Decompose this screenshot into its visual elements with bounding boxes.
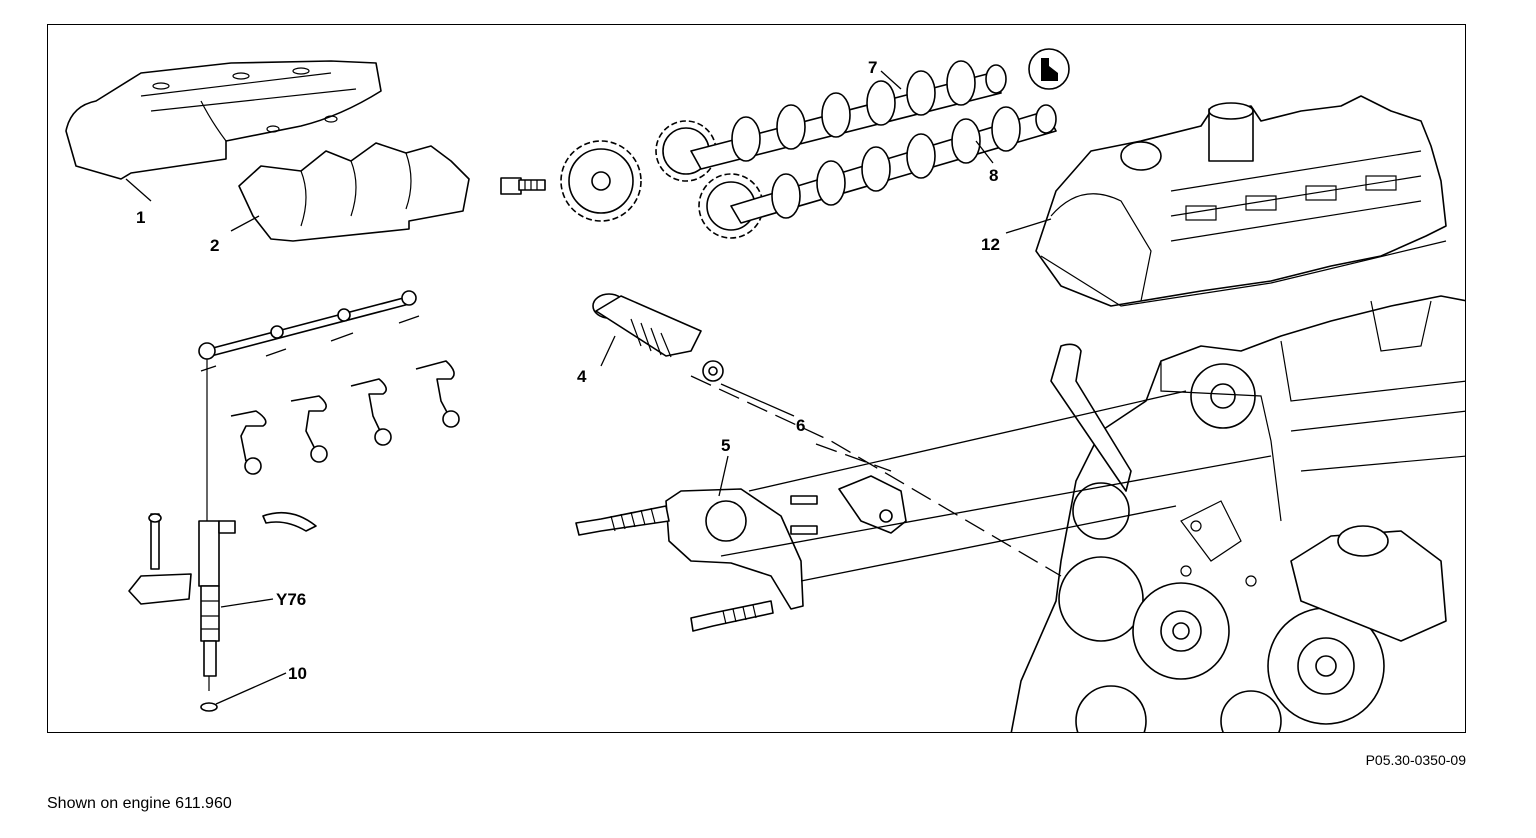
callout-1: 1 bbox=[136, 208, 146, 227]
callout-12: 12 bbox=[981, 235, 1000, 254]
callout-7: 7 bbox=[868, 58, 878, 77]
callout-y76: Y76 bbox=[276, 590, 307, 609]
callout-10: 10 bbox=[288, 664, 307, 683]
cylinder-head-cover-part-12 bbox=[1035, 95, 1447, 307]
note-symbol-icon bbox=[1028, 48, 1070, 90]
chain-tensioner-part-4 bbox=[592, 293, 724, 382]
diagram-drawing bbox=[65, 48, 1465, 732]
figure-caption: Shown on engine 611.960 bbox=[47, 795, 232, 812]
engine-assembly bbox=[1010, 295, 1465, 732]
callout-8: 8 bbox=[989, 166, 999, 185]
callout-6: 6 bbox=[796, 416, 806, 435]
camshaft-part-8 bbox=[730, 104, 1057, 224]
callout-4: 4 bbox=[577, 367, 587, 386]
figure-reference-code: P05.30-0350-09 bbox=[1365, 752, 1466, 768]
sprocket-bolt bbox=[500, 177, 546, 195]
injector-y76 bbox=[128, 513, 236, 712]
assembly-lines bbox=[690, 375, 1272, 582]
camshaft-part-7 bbox=[690, 60, 1007, 170]
insulation-part-2 bbox=[238, 142, 470, 242]
camshaft-sprockets bbox=[560, 120, 764, 239]
callout-2: 2 bbox=[210, 236, 220, 255]
exploded-view-diagram: 1 2 4 5 6 7 8 10 12 Y76 bbox=[47, 24, 1466, 733]
callout-leaders bbox=[125, 70, 1052, 705]
bracket-part-6 bbox=[838, 475, 907, 534]
timing-cover-part-5 bbox=[575, 488, 818, 632]
fuel-injection-lines bbox=[198, 290, 460, 532]
callout-5: 5 bbox=[721, 436, 731, 455]
engine-cover-part-1 bbox=[65, 60, 382, 180]
